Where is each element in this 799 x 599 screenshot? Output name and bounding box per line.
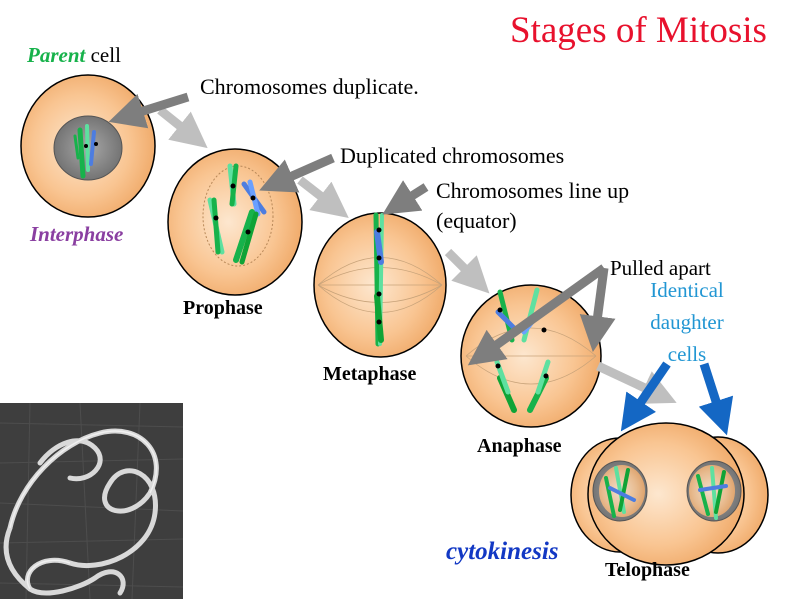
dna-micrograph-image	[0, 403, 183, 599]
callout-pulled-apart: Pulled apart	[610, 256, 711, 280]
callout-duplicate: Chromosomes duplicate.	[200, 74, 419, 99]
metaphase-cell	[313, 212, 447, 358]
callout-line-up: Chromosomes line up	[436, 178, 630, 203]
callout-daughter: daughter	[650, 310, 724, 334]
interphase-cell	[20, 74, 156, 218]
parent-cell-label: Parent cell	[27, 45, 121, 66]
callout-arrows	[108, 92, 616, 366]
metaphase-label: Metaphase	[323, 363, 417, 385]
callout-identical: Identical	[650, 278, 724, 302]
daughter-arrows	[620, 361, 734, 436]
cell-label-word: cell	[85, 43, 121, 67]
telophase-label: Telophase	[605, 559, 690, 581]
page-title: Stages of Mitosis	[510, 10, 767, 51]
callout-cells: cells	[667, 342, 707, 366]
parent-label-word: Parent	[27, 43, 86, 67]
cytokinesis-label: cytokinesis	[446, 538, 559, 565]
callout-duplicated-chromosomes: Duplicated chromosomes	[340, 143, 565, 168]
telophase-cells	[570, 422, 769, 566]
prophase-cell	[167, 148, 303, 296]
anaphase-label: Anaphase	[477, 435, 562, 457]
interphase-label: Interphase	[30, 222, 124, 246]
callout-equator: (equator)	[436, 208, 517, 233]
prophase-label: Prophase	[183, 297, 263, 319]
